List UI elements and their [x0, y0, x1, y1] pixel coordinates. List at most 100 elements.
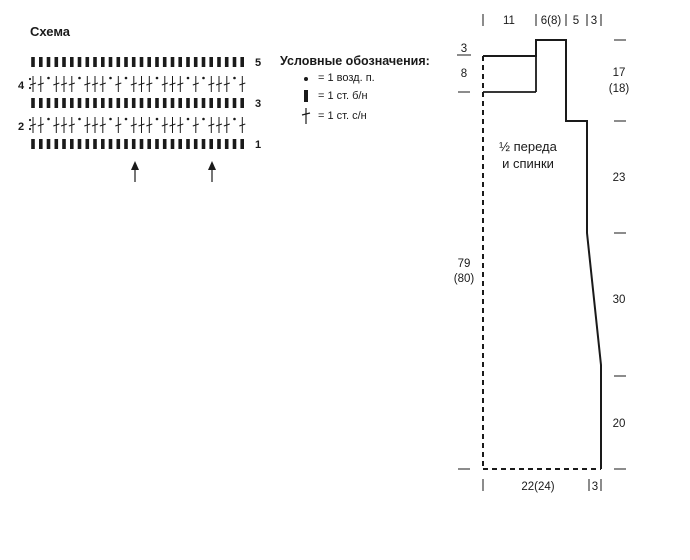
single-crochet-stitch	[232, 98, 237, 108]
double-crochet-stitch	[84, 76, 91, 92]
row-number-5: 5	[255, 57, 261, 69]
row-number-2: 2	[18, 121, 24, 133]
single-crochet-stitch	[39, 139, 43, 149]
double-crochet-stitch	[146, 117, 153, 133]
double-crochet-stitch	[115, 117, 122, 133]
chart-row-3	[31, 98, 244, 108]
chain-stitch	[47, 76, 50, 80]
double-crochet-stitch	[91, 117, 99, 133]
double-crochet-stitch	[29, 117, 37, 133]
side-neck-outline	[483, 39, 602, 469]
single-crochet-stitch	[77, 139, 82, 149]
dim-right-20: 20	[613, 418, 626, 430]
double-crochet-stitch	[161, 76, 168, 92]
single-crochet-stitch	[201, 57, 206, 67]
chain-stitch	[28, 77, 32, 81]
double-crochet-stitch	[208, 117, 215, 133]
single-crochet-stitch	[116, 98, 121, 108]
single-crochet-stitch	[155, 139, 159, 149]
legend-item-chain: = 1 возд. п.	[318, 72, 375, 84]
double-crochet-stitch	[208, 76, 215, 92]
single-crochet-stitch	[170, 98, 175, 108]
dim-top-5: 5	[573, 15, 579, 27]
double-crochet-stitch	[138, 76, 145, 92]
chart-row-2	[28, 117, 246, 133]
pattern-outline	[482, 39, 602, 470]
single-crochet-stitch	[170, 139, 175, 149]
single-crochet-stitch	[147, 57, 151, 67]
chart-row-1	[31, 139, 244, 149]
single-crochet-stitch	[209, 139, 213, 149]
double-crochet-stitch	[177, 117, 184, 133]
dimension-ticks	[458, 14, 626, 491]
dim-left-79: 79	[458, 258, 471, 270]
dim-right-23: 23	[613, 172, 626, 184]
double-crochet-stitch	[192, 117, 199, 133]
single-crochet-stitch	[131, 57, 136, 67]
single-crochet-stitch	[77, 57, 82, 67]
single-crochet-stitch	[224, 57, 229, 67]
double-crochet-stitch	[68, 117, 75, 133]
double-crochet-stitch	[99, 117, 106, 133]
row-number-3: 3	[255, 98, 261, 110]
chain-stitch	[78, 76, 81, 80]
single-crochet-stitch	[178, 139, 182, 149]
single-crochet-stitch	[39, 98, 43, 108]
single-crochet-stitch	[186, 98, 190, 108]
single-crochet-stitch	[201, 139, 206, 149]
double-crochet-stitch	[146, 76, 153, 92]
dim-right-30: 30	[613, 294, 626, 306]
row-number-1: 1	[255, 139, 261, 151]
single-crochet-stitch	[232, 139, 237, 149]
single-crochet-stitch	[240, 98, 244, 108]
dimension-labels: 11 6(8) 5 3 3 8 79 (80) 17 (18) 23 30 20…	[454, 15, 630, 493]
double-crochet-stitch	[60, 76, 68, 92]
chain-stitch	[28, 127, 32, 131]
dim-left-3: 3	[461, 43, 467, 55]
chain-stitch	[124, 117, 128, 121]
row-number-4: 4	[18, 80, 25, 92]
single-crochet-stitch	[178, 57, 182, 67]
single-crochet-stitch	[131, 98, 136, 108]
single-crochet-stitch	[31, 57, 35, 67]
piece-label-line-1: ½ переда	[499, 139, 557, 154]
double-crochet-stitch	[239, 76, 246, 92]
dim-bottom-3: 3	[592, 481, 598, 493]
double-crochet-stitch	[138, 117, 145, 133]
cross-stitch-icon	[301, 108, 311, 124]
single-crochet-stitch	[193, 98, 198, 108]
chain-stitch	[155, 76, 159, 80]
single-crochet-stitch	[70, 139, 74, 149]
single-crochet-stitch	[193, 57, 198, 67]
single-crochet-stitch	[224, 139, 229, 149]
chain-stitch	[202, 117, 205, 121]
single-crochet-stitch	[209, 98, 213, 108]
dim-right-17: 17	[613, 67, 626, 79]
single-crochet-stitch	[46, 139, 51, 149]
double-crochet-stitch	[215, 76, 223, 92]
single-crochet-stitch	[31, 139, 35, 149]
single-crochet-stitch	[108, 57, 113, 67]
single-crochet-stitch	[54, 98, 59, 108]
chain-stitch	[78, 117, 81, 121]
double-crochet-stitch	[215, 117, 223, 133]
double-crochet-stitch	[130, 117, 137, 133]
chain-stitch	[233, 117, 236, 121]
single-crochet-stitch	[162, 139, 167, 149]
chain-stitch	[186, 117, 190, 121]
double-crochet-stitch	[84, 117, 91, 133]
double-crochet-stitch	[223, 76, 230, 92]
single-crochet-stitch	[162, 98, 167, 108]
double-crochet-stitch	[169, 117, 176, 133]
dim-bottom-22-24: 22(24)	[521, 481, 554, 493]
double-crochet-stitch	[99, 76, 106, 92]
double-crochet-stitch	[29, 76, 37, 92]
double-crochet-stitch	[91, 76, 99, 92]
single-crochet-stitch	[116, 57, 121, 67]
dot-icon	[304, 77, 308, 81]
chain-stitch	[202, 76, 205, 80]
legend-item-double-crochet: = 1 ст. с/н	[318, 110, 367, 122]
double-crochet-stitch	[60, 117, 68, 133]
dim-left-8: 8	[461, 68, 467, 80]
